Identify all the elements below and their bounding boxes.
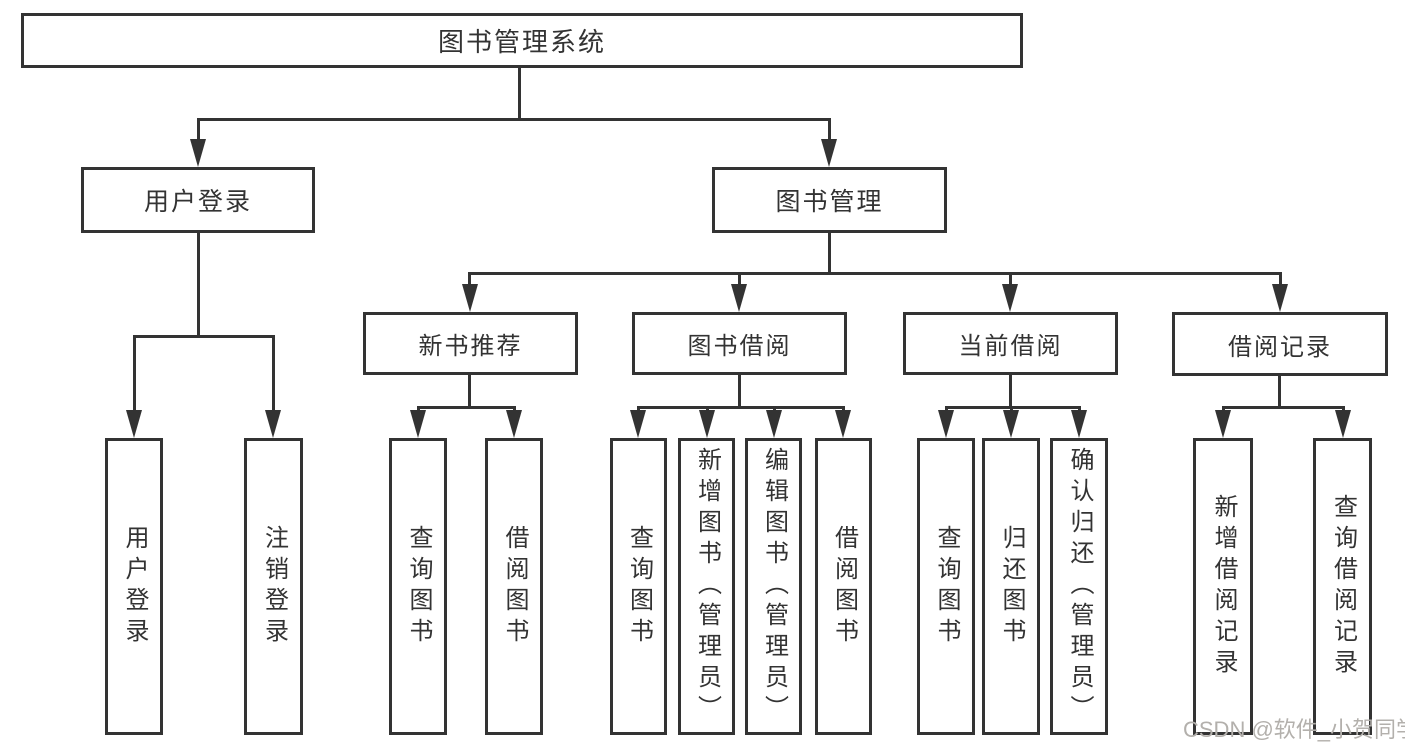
- tree-node-new-book-recommendation: 新书推荐: [363, 312, 578, 375]
- connector-line: [197, 118, 200, 148]
- arrow-down-icon: [1003, 410, 1019, 438]
- arrow-down-icon: [1002, 284, 1018, 312]
- tree-node-label: 图书管理: [775, 188, 884, 216]
- tree-leaf-label: 确认归还（管理员）: [1066, 447, 1093, 726]
- arrow-down-icon: [1335, 410, 1351, 438]
- connector-line: [1222, 406, 1345, 409]
- arrow-down-icon: [1272, 284, 1288, 312]
- tree-node-label: 用户登录: [143, 188, 252, 216]
- tree-leaf-borrow-books: 借阅图书: [815, 438, 872, 735]
- connector-line: [1279, 272, 1282, 288]
- arrow-down-icon: [766, 410, 782, 438]
- tree-node-borrowing-records: 借阅记录: [1172, 312, 1388, 376]
- arrow-down-icon: [410, 410, 426, 438]
- arrow-down-icon: [126, 410, 142, 438]
- arrow-down-icon: [462, 284, 478, 312]
- tree-leaf-query-books: 查询图书: [389, 438, 447, 735]
- tree-leaf-label: 借阅图书: [501, 524, 528, 649]
- connector-line: [133, 335, 136, 415]
- tree-node-label: 图书借阅: [687, 333, 792, 360]
- tree-node-user-login: 用户登录: [81, 167, 315, 233]
- csdn-watermark: CSDN @软件_小贺同学: [1183, 717, 1405, 742]
- tree-leaf-label: 查询图书: [933, 524, 960, 649]
- tree-leaf-confirm-return-admin: 确认归还（管理员）: [1050, 438, 1108, 735]
- arrow-down-icon: [835, 410, 851, 438]
- tree-leaf-borrow-books: 借阅图书: [485, 438, 543, 735]
- arrow-down-icon: [506, 410, 522, 438]
- tree-node-label: 图书管理系统: [437, 27, 606, 57]
- connector-line: [518, 68, 521, 118]
- tree-leaf-user-login: 用户登录: [105, 438, 163, 735]
- arrow-down-icon: [1071, 410, 1087, 438]
- arrow-down-icon: [190, 139, 206, 167]
- connector-line: [945, 406, 1081, 409]
- connector-line: [1278, 376, 1281, 409]
- tree-leaf-label: 用户登录: [121, 524, 148, 649]
- arrow-down-icon: [821, 139, 837, 167]
- arrow-down-icon: [938, 410, 954, 438]
- tree-leaf-label: 借阅图书: [830, 524, 858, 649]
- tree-leaf-label: 注销登录: [260, 524, 288, 649]
- tree-leaf-query-borrow-record: 查询借阅记录: [1313, 438, 1372, 735]
- connector-line: [272, 335, 275, 415]
- tree-node-label: 新书推荐: [418, 333, 523, 360]
- tree-leaf-add-borrow-record: 新增借阅记录: [1193, 438, 1253, 735]
- tree-node-book-borrowing: 图书借阅: [632, 312, 847, 375]
- tree-node-library-management-system: 图书管理系统: [21, 13, 1023, 68]
- tree-leaf-logout: 注销登录: [244, 438, 303, 735]
- arrow-down-icon: [630, 410, 646, 438]
- tree-leaf-add-books-admin: 新增图书（管理员）: [678, 438, 735, 735]
- tree-node-book-management: 图书管理: [712, 167, 947, 233]
- tree-leaf-return-books: 归还图书: [982, 438, 1040, 735]
- connector-line: [738, 272, 741, 288]
- tree-node-label: 当前借阅: [958, 333, 1063, 360]
- arrow-down-icon: [699, 410, 715, 438]
- connector-line: [197, 118, 831, 121]
- tree-leaf-label: 查询借阅记录: [1329, 493, 1357, 680]
- connector-line: [1009, 272, 1012, 288]
- tree-leaf-label: 归还图书: [998, 524, 1025, 649]
- tree-leaf-label: 查询图书: [625, 524, 653, 649]
- connector-line: [738, 375, 741, 409]
- connector-line: [1009, 375, 1012, 409]
- connector-line: [468, 272, 1281, 275]
- tree-node-label: 借阅记录: [1228, 333, 1332, 361]
- tree-leaf-label: 新增借阅记录: [1210, 493, 1237, 680]
- connector-line: [468, 374, 471, 409]
- arrow-down-icon: [731, 284, 747, 312]
- connector-line: [828, 118, 831, 148]
- arrow-down-icon: [265, 410, 281, 438]
- tree-leaf-query-books: 查询图书: [917, 438, 975, 735]
- tree-leaf-edit-books-admin: 编辑图书（管理员）: [745, 438, 802, 735]
- connector-line: [197, 232, 200, 338]
- arrow-down-icon: [1215, 410, 1231, 438]
- connector-line: [468, 272, 471, 288]
- connector-line: [828, 233, 831, 275]
- tree-leaf-label: 查询图书: [405, 524, 432, 649]
- connector-line: [133, 335, 275, 338]
- connector-line: [417, 406, 516, 409]
- connector-line: [637, 406, 845, 409]
- tree-node-current-borrowing: 当前借阅: [903, 312, 1118, 375]
- tree-leaf-label: 新增图书（管理员）: [693, 447, 721, 726]
- tree-leaf-label: 编辑图书（管理员）: [760, 447, 788, 726]
- tree-leaf-query-books: 查询图书: [610, 438, 667, 735]
